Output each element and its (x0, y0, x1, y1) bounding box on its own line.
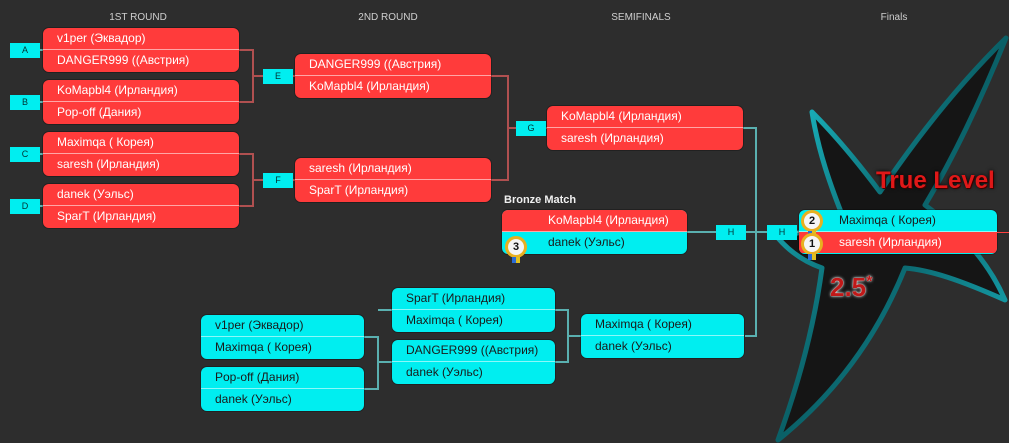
logo-number-value: 2.5 (830, 272, 867, 302)
group-tag-e[interactable]: E (263, 69, 293, 84)
player-slot[interactable]: danek (Уэльс) (215, 392, 292, 406)
match-lower-r2-1: SparT (Ирландия) Maximqa ( Корея) (392, 288, 555, 332)
round-header-2: 2ND ROUND (358, 12, 418, 23)
group-tag-h-bronze[interactable]: H (716, 225, 746, 240)
logo-number-mark: * (866, 273, 873, 291)
match-r1-1: v1per (Эквадор) DANGER999 ((Австрия) (43, 28, 239, 72)
player-slot[interactable]: v1per (Эквадор) (43, 28, 239, 50)
match-r1-2: KoMapbl4 (Ирландия) Pop-off (Дания) (43, 80, 239, 124)
player-slot[interactable]: Maximqa ( Корея) (43, 132, 239, 154)
silver-medal-icon: 2 (801, 210, 823, 237)
round-header-finals: Finals (880, 12, 908, 23)
player-slot[interactable]: danek (Уэльс) (406, 365, 483, 379)
logo-number: 2.5* (830, 272, 872, 303)
match-lower-final: Maximqa ( Корея) danek (Уэльс) (581, 314, 744, 358)
player-slot[interactable]: Pop-off (Дания) (57, 105, 142, 119)
match-lower-r1-1: v1per (Эквадор) Maximqa ( Корея) (201, 315, 364, 359)
player-slot[interactable]: KoMapbl4 (Ирландия) (502, 210, 687, 232)
round-header-1: 1ST ROUND (109, 12, 167, 23)
match-final: Maximqa ( Корея) saresh (Ирландия) (799, 210, 997, 254)
player-slot[interactable]: SparT (Ирландия) (57, 209, 157, 223)
group-tag-f[interactable]: F (263, 173, 293, 188)
player-slot[interactable]: Maximqa ( Корея) (581, 314, 744, 336)
true-level-logo-text: True Level (876, 167, 995, 194)
player-slot[interactable]: Maximqa ( Корея) (215, 340, 312, 354)
match-lower-r2-2: DANGER999 ((Австрия) danek (Уэльс) (392, 340, 555, 384)
group-tag-g[interactable]: G (516, 121, 546, 136)
player-slot[interactable]: KoMapbl4 (Ирландия) (547, 106, 743, 128)
group-tag-h-final[interactable]: H (767, 225, 797, 240)
player-slot[interactable]: Pop-off (Дания) (201, 367, 364, 389)
round-header-semifinals: SEMIFINALS (611, 12, 671, 23)
player-slot[interactable]: SparT (Ирландия) (309, 183, 409, 197)
group-tag-c[interactable]: C (10, 147, 40, 162)
player-slot[interactable]: v1per (Эквадор) (201, 315, 364, 337)
match-lower-r1-2: Pop-off (Дания) danek (Уэльс) (201, 367, 364, 411)
player-slot[interactable]: DANGER999 ((Австрия) (295, 54, 491, 76)
final-extension-line (997, 232, 1009, 233)
player-slot[interactable]: SparT (Ирландия) (392, 288, 555, 310)
player-slot[interactable]: saresh (Ирландия) (561, 131, 664, 145)
player-slot[interactable]: DANGER999 ((Австрия) (57, 53, 190, 67)
player-slot[interactable]: DANGER999 ((Австрия) (392, 340, 555, 362)
match-r2-2: saresh (Ирландия) SparT (Ирландия) (295, 158, 491, 202)
player-slot[interactable]: Maximqa ( Корея) (406, 313, 503, 327)
player-slot[interactable]: KoMapbl4 (Ирландия) (43, 80, 239, 102)
player-slot[interactable]: KoMapbl4 (Ирландия) (309, 79, 430, 93)
player-slot[interactable]: danek (Уэльс) (548, 235, 625, 249)
player-slot[interactable]: danek (Уэльс) (43, 184, 239, 206)
match-r1-4: danek (Уэльс) SparT (Ирландия) (43, 184, 239, 228)
group-tag-d[interactable]: D (10, 199, 40, 214)
group-tag-a[interactable]: A (10, 43, 40, 58)
match-r1-3: Maximqa ( Корея) saresh (Ирландия) (43, 132, 239, 176)
bronze-match-label: Bronze Match (504, 194, 577, 206)
player-slot[interactable]: saresh (Ирландия) (799, 232, 997, 253)
bronze-medal-icon: 3 (505, 236, 527, 263)
player-slot[interactable]: Maximqa ( Корея) (799, 210, 997, 232)
match-r2-1: DANGER999 ((Австрия) KoMapbl4 (Ирландия) (295, 54, 491, 98)
gold-medal-icon: 1 (801, 233, 823, 260)
match-bronze: KoMapbl4 (Ирландия) danek (Уэльс) (502, 210, 687, 254)
match-semifinal: KoMapbl4 (Ирландия) saresh (Ирландия) (547, 106, 743, 150)
player-slot[interactable]: saresh (Ирландия) (295, 158, 491, 180)
player-slot[interactable]: saresh (Ирландия) (57, 157, 160, 171)
player-slot[interactable]: danek (Уэльс) (595, 339, 672, 353)
group-tag-b[interactable]: B (10, 95, 40, 110)
